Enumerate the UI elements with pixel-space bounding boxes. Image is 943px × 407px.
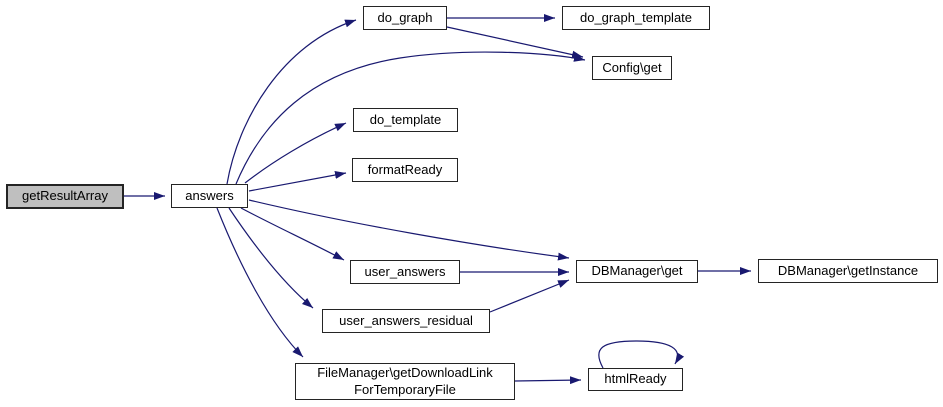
- edge-answers-to-filemanager-getdownloadlinkfortemporaryfile: [216, 207, 304, 358]
- edge-user-answers-residual-to-dbmanager-get: [489, 279, 570, 313]
- node-config-get[interactable]: Config\get: [592, 56, 672, 80]
- node-answers[interactable]: answers: [171, 184, 248, 208]
- edge-do-graph-to-config-get: [446, 26, 584, 59]
- node-do-graph-template[interactable]: do_graph_template: [562, 6, 710, 30]
- edge-htmlready-to-htmlready: [598, 340, 685, 369]
- call-graph-edges: [124, 14, 751, 385]
- edge-answers-to-user-answers: [240, 207, 345, 261]
- edge-answers-to-dbmanager-get: [248, 199, 570, 261]
- edge-answers-to-config-get: [235, 51, 586, 185]
- node-dbmanager-get[interactable]: DBManager\get: [576, 260, 698, 283]
- node-filemanager-getdownloadlink-fortemporaryfile[interactable]: FileManager\getDownloadLink ForTemporary…: [295, 363, 515, 400]
- node-do-graph[interactable]: do_graph: [363, 6, 447, 30]
- edge-answers-to-do-template: [244, 122, 347, 184]
- edge-filemanager-getdownloadlinkfortemporaryfile-to-htmlready: [514, 376, 582, 385]
- edge-answers-to-do-graph: [226, 19, 357, 185]
- edge-answers-to-user-answers-residual: [228, 207, 314, 309]
- node-htmlready[interactable]: htmlReady: [588, 368, 683, 391]
- node-dbmanager-getinstance[interactable]: DBManager\getInstance: [758, 259, 938, 283]
- node-user-answers[interactable]: user_answers: [350, 260, 460, 284]
- node-do-template[interactable]: do_template: [353, 108, 458, 132]
- node-user-answers-residual[interactable]: user_answers_residual: [322, 309, 490, 333]
- node-formatready[interactable]: formatReady: [352, 158, 458, 182]
- edge-answers-to-formatready: [248, 170, 347, 192]
- node-getresultarray[interactable]: getResultArray: [6, 184, 124, 209]
